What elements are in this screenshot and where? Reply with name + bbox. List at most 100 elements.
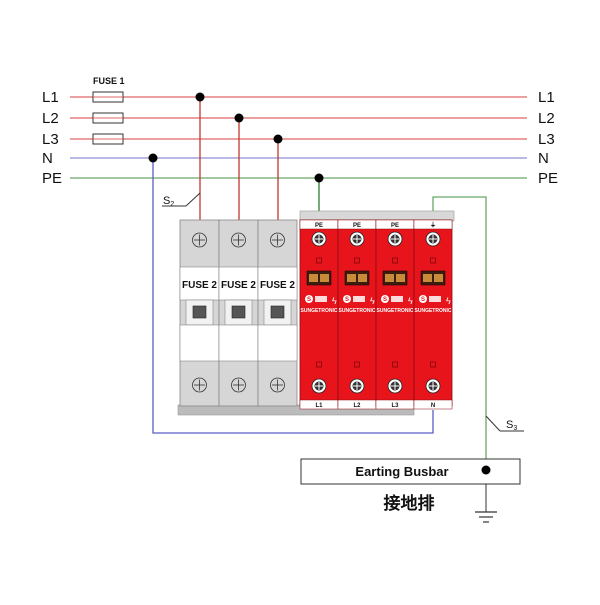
lightning-icon: ϟ (446, 296, 451, 306)
fuse2-window-frame (224, 299, 253, 326)
busbar-chinese-label: 接地排 (384, 493, 435, 514)
brand-logo-icon (305, 295, 313, 303)
spd-module-1: PE L1 S ϟ SUNGETRONIC (299, 219, 339, 410)
brand-text-block (353, 296, 365, 302)
junction-dot-n (148, 153, 158, 163)
brand-name: SUNGETRONIC (377, 308, 414, 314)
line-label-left-pe: PE (42, 170, 62, 187)
s2-leader (185, 192, 201, 207)
neutral-return-wire (152, 158, 434, 434)
line-label-right-n: N (538, 150, 549, 167)
brand-name: SUNGETRONIC (301, 308, 338, 314)
screw-icon (192, 232, 207, 248)
junction-dot-l1 (195, 92, 205, 102)
line-labels-left: L1 L2 L3 N PE (42, 89, 62, 187)
brand-logo-letter: S (345, 297, 349, 303)
spd-bottom-label: N (431, 403, 435, 409)
spd-top-label: PE (353, 223, 361, 229)
line-label-left-l3: L3 (42, 131, 59, 148)
brand-logo-icon (419, 295, 427, 303)
status-window-pane (309, 274, 318, 282)
s3-label: S3 (506, 419, 517, 432)
status-window-pane (385, 274, 394, 282)
screw-icon (231, 232, 246, 248)
line-label-right-l2: L2 (538, 110, 555, 127)
indicator-marker (354, 361, 360, 368)
spd-top-label: ⏚ (430, 222, 436, 229)
lightning-icon: ϟ (408, 296, 413, 306)
drop-wires (152, 97, 487, 470)
brand-name: SUNGETRONIC (339, 308, 376, 314)
screw-icon (270, 232, 285, 248)
fuse2-label: FUSE 2 (221, 280, 256, 291)
brand-logo-letter: S (383, 297, 387, 303)
spd-top-label: PE (315, 223, 323, 229)
indicator-marker (316, 361, 322, 368)
brand-logo-letter: S (307, 297, 311, 303)
lightning-icon: ϟ (332, 296, 337, 306)
status-window-pane (396, 274, 405, 282)
spd-module-4: ⏚ N S ϟ SUNGETRONIC (413, 219, 453, 410)
status-window-pane (347, 274, 356, 282)
fuse1-label: FUSE 1 (93, 76, 125, 86)
brand-text-block (315, 296, 327, 302)
fuse2-label: FUSE 2 (182, 280, 217, 291)
junction-dot-pe (314, 173, 324, 183)
s2-label-group: S2 (162, 192, 201, 208)
fuse2-lower-band (257, 324, 298, 362)
screw-icon (270, 377, 285, 393)
fuse2-label-band (257, 266, 298, 301)
ground-icon (475, 484, 497, 523)
busbar-junction-dot (481, 465, 491, 475)
fuse2-label-band (179, 266, 220, 301)
status-window-pane (358, 274, 367, 282)
brand-text-block (391, 296, 403, 302)
indicator-marker (392, 257, 398, 264)
brand-name: SUNGETRONIC (415, 308, 452, 314)
busbar-title: Earting Busbar (355, 464, 448, 479)
fuse2-module-1: FUSE 2 (179, 219, 220, 407)
status-window-pane (423, 274, 432, 282)
fuse2-module-2: FUSE 2 (218, 219, 259, 407)
brand-logo-letter: S (421, 297, 425, 303)
spd-bottom-label: L3 (391, 403, 399, 409)
brand-logo-icon (343, 295, 351, 303)
status-window-pane (320, 274, 329, 282)
brand-text-block (429, 296, 441, 302)
s3-leader (485, 415, 501, 432)
spd-top-label: PE (391, 223, 399, 229)
status-window-pane (434, 274, 443, 282)
pe-wire-to-busbar (432, 196, 487, 470)
line-label-left-n: N (42, 150, 53, 167)
spd-bottom-label-band (413, 399, 453, 410)
fuse2-lower-band (218, 324, 259, 362)
spd-bottom-label: L2 (353, 403, 361, 409)
indicator-marker (430, 361, 436, 368)
spd-body (375, 219, 415, 407)
fuse2-lower-band (179, 324, 220, 362)
fuse2-module-3: FUSE 2 (257, 219, 298, 407)
junction-dot-l2 (234, 113, 244, 123)
spd-module-3: PE L3 S ϟ SUNGETRONIC (375, 219, 415, 410)
indicator-marker (430, 257, 436, 264)
indicator-marker (354, 257, 360, 264)
brand-logo-icon (381, 295, 389, 303)
screw-icon (231, 377, 246, 393)
junction-dot-l3 (273, 134, 283, 144)
fuse2-label: FUSE 2 (260, 280, 295, 291)
line-labels-right: L1 L2 L3 N PE (538, 89, 558, 187)
line-label-left-l2: L2 (42, 110, 59, 127)
s3-label-group: S3 (485, 415, 524, 432)
fuse2-window (231, 305, 246, 319)
line-label-right-l1: L1 (538, 89, 555, 106)
supply-lines (70, 96, 527, 179)
s2-label: S2 (163, 195, 174, 208)
spd-body (413, 219, 453, 407)
spd-module-2: PE L2 S ϟ SUNGETRONIC (337, 219, 377, 410)
indicator-marker (392, 361, 398, 368)
line-label-right-pe: PE (538, 170, 558, 187)
indicator-marker (316, 257, 322, 264)
line-label-right-l3: L3 (538, 131, 555, 148)
